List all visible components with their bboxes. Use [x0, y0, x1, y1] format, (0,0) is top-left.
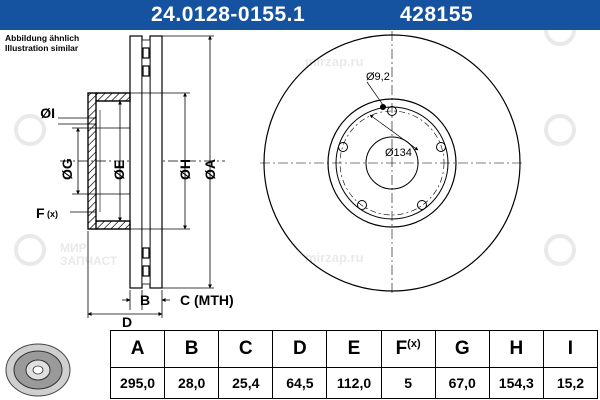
value-c: 25,4 — [218, 367, 274, 399]
label-a: ØA — [202, 159, 218, 180]
watermark-ru-left-1: МИР — [60, 241, 87, 255]
label-f: F — [36, 205, 45, 221]
label-b: B — [140, 292, 150, 308]
spec-table: A B C D E F(x) G H I 295,0 28,0 25,4 64,… — [109, 330, 599, 399]
value-d: 64,5 — [272, 367, 328, 399]
front-view-labels: Ø9,2 Ø134 — [366, 71, 412, 159]
illustration-note-de: Abbildung ähnlich — [5, 33, 80, 43]
spec-table-values: 295,0 28,0 25,4 64,5 112,0 5 67,0 154,3 … — [109, 367, 599, 399]
col-header-h: H — [488, 330, 544, 368]
side-dimension-labels: ØI ØG ØE ØH ØA F (x) B C (MTH) D — [36, 105, 234, 328]
label-pcd: Ø134 — [385, 147, 412, 159]
label-bolt-hole: Ø9,2 — [366, 71, 390, 83]
label-i: ØI — [40, 105, 55, 121]
col-header-a: A — [109, 330, 166, 368]
col-header-g: G — [434, 330, 490, 368]
reference-number: 428155 — [400, 3, 474, 26]
col-header-i: I — [542, 330, 599, 368]
value-i: 15,2 — [542, 367, 599, 399]
label-f-sub: (x) — [47, 209, 58, 219]
technical-drawing: mirzap.ru mirzap.ru МИР ЗАПЧАСТ — [14, 30, 576, 328]
illustration-note-en: Illustration similar — [5, 43, 79, 53]
value-a: 295,0 — [109, 367, 166, 399]
header-bar: 24.0128-0155.1 428155 — [0, 0, 600, 30]
watermark-ru-left-2: ЗАПЧАСТ — [60, 254, 118, 268]
value-g: 67,0 — [434, 367, 490, 399]
col-header-b: B — [164, 330, 220, 368]
col-header-f-letter: F — [395, 338, 408, 359]
side-dimensions — [58, 35, 214, 318]
value-e: 112,0 — [326, 367, 382, 399]
col-header-c: C — [218, 330, 274, 368]
label-h: ØH — [177, 159, 193, 180]
part-number: 24.0128-0155.1 — [151, 3, 306, 26]
col-header-d: D — [272, 330, 328, 368]
col-header-e: E — [326, 330, 382, 368]
label-c: C (MTH) — [180, 292, 234, 308]
label-e: ØE — [111, 160, 127, 180]
col-header-f-sub: (x) — [407, 338, 421, 350]
label-g: ØG — [59, 158, 75, 180]
watermark-text-bottom: mirzap.ru — [305, 250, 364, 265]
disc-side-view — [87, 35, 163, 289]
product-thumbnail — [5, 343, 71, 397]
value-b: 28,0 — [164, 367, 220, 399]
value-h: 154,3 — [488, 367, 544, 399]
disc-front-view — [260, 31, 524, 295]
value-f: 5 — [380, 367, 436, 399]
col-header-f: F(x) — [380, 330, 436, 368]
spec-table-header: A B C D E F(x) G H I — [109, 330, 599, 368]
label-d: D — [122, 314, 132, 328]
